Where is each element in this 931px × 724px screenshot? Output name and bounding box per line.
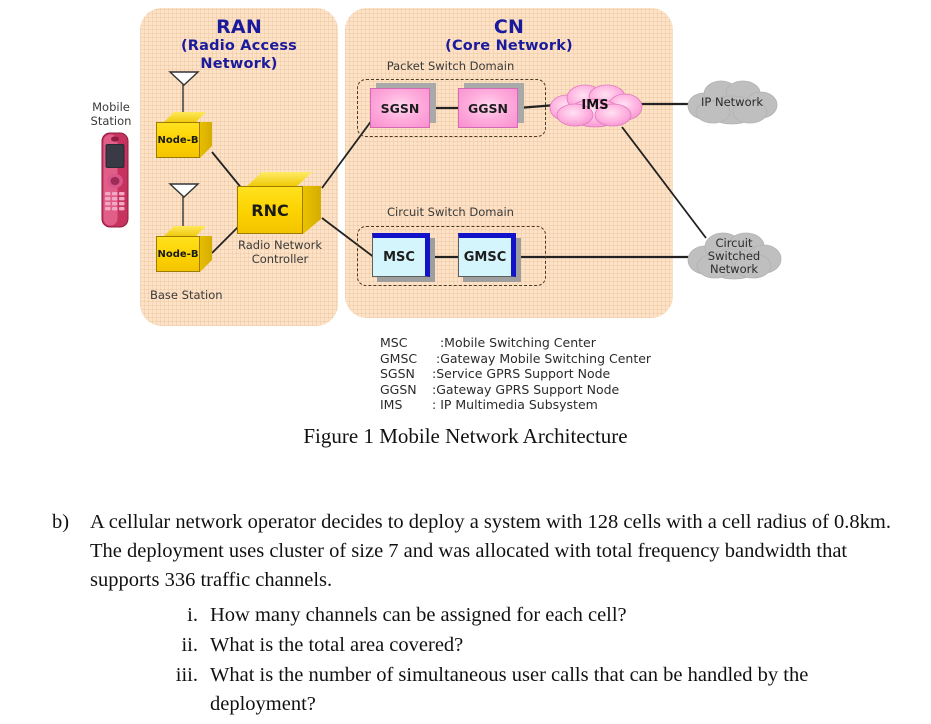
packet-switch-domain-label: Packet Switch Domain bbox=[386, 59, 515, 73]
ip-network-cloud-label: IP Network bbox=[701, 94, 763, 109]
legend-abbr: IMS bbox=[380, 397, 403, 412]
ran-panel-title: RAN (Radio Access Network) bbox=[140, 17, 338, 73]
gmsc-label: GMSC bbox=[458, 233, 516, 277]
circuit-switched-network-cloud-label: Circuit Switched Network bbox=[707, 235, 761, 276]
question-b: b) A cellular network operator decides t… bbox=[52, 508, 892, 595]
legend-row: IMS : IP Multimedia Subsystem bbox=[380, 397, 651, 413]
rnc-box: RNC bbox=[237, 172, 321, 234]
msc-label: MSC bbox=[372, 233, 430, 277]
legend-description: Service GPRS Support Node bbox=[436, 366, 611, 381]
ims-cloud-label: IMS bbox=[581, 97, 609, 113]
node-b-box-1: Node-B bbox=[156, 112, 212, 158]
ggsn-label: GGSN bbox=[458, 88, 518, 128]
sgsn-node: SGSN bbox=[370, 83, 436, 128]
node-b-label-1: Node-B bbox=[156, 122, 200, 158]
sgsn-label: SGSN bbox=[370, 88, 430, 128]
legend-description: Gateway GPRS Support Node bbox=[436, 381, 620, 397]
legend-separator: : bbox=[432, 350, 441, 366]
question-subitem: ii. What is the total area covered? bbox=[152, 631, 892, 660]
packet-switch-domain-group bbox=[357, 79, 546, 137]
legend-abbr: GGSN bbox=[380, 381, 417, 397]
legend-description: Mobile Switching Center bbox=[444, 335, 596, 350]
legend-row: GGSN : Gateway GPRS Support Node bbox=[380, 382, 651, 398]
legend-separator: : bbox=[432, 397, 441, 412]
legend-separator: : bbox=[432, 366, 437, 381]
node-b-box-2-top-face bbox=[162, 226, 206, 238]
legend-abbr: MSC bbox=[380, 335, 408, 350]
circuit-switched-network-cloud: Circuit Switched Network bbox=[684, 228, 784, 284]
legend-row: SGSN : Service GPRS Support Node bbox=[380, 366, 651, 382]
legend-separator: : bbox=[432, 381, 437, 397]
node-b-box-2: Node-B bbox=[156, 226, 212, 272]
ip-network-cloud: IP Network bbox=[684, 76, 780, 128]
cn-title-text: CN bbox=[493, 16, 525, 38]
antenna-icon-1 bbox=[168, 70, 200, 91]
node-b-box-1-top-face bbox=[162, 112, 206, 124]
cn-subtitle-text: (Core Network) bbox=[445, 38, 573, 54]
question-subitem-marker: ii. bbox=[181, 634, 198, 656]
mobile-phone-icon bbox=[100, 131, 130, 229]
legend-abbr: SGSN bbox=[380, 366, 415, 381]
circuit-switch-domain-label: Circuit Switch Domain bbox=[387, 205, 514, 219]
question-subitem-text: What is the total area covered? bbox=[210, 634, 464, 656]
ran-title-text: RAN bbox=[216, 16, 262, 38]
figure-mobile-network-architecture: RAN (Radio Access Network) CN (Core Netw… bbox=[90, 8, 784, 448]
question-b-marker: b) bbox=[52, 511, 70, 533]
question-subitem-marker: iii. bbox=[175, 664, 198, 686]
rnc-box-top-face bbox=[246, 172, 312, 187]
antenna-icon-2 bbox=[168, 182, 200, 203]
gmsc-node: GMSC bbox=[458, 233, 521, 282]
rnc-caption: Radio Network Controller bbox=[238, 238, 322, 266]
mobile-station-label: Mobile Station bbox=[90, 100, 132, 128]
legend-description: IP Multimedia Subsystem bbox=[440, 397, 598, 412]
circuit-switch-domain-group bbox=[357, 226, 546, 286]
node-b-box-2-side-face bbox=[200, 236, 212, 272]
legend-row: MSC : Mobile Switching Center bbox=[380, 335, 651, 351]
question-subitem-text: How many channels can be assigned for ea… bbox=[210, 604, 627, 626]
ggsn-node: GGSN bbox=[458, 83, 524, 128]
rnc-box-side-face bbox=[303, 186, 321, 234]
question-block: b) A cellular network operator decides t… bbox=[0, 508, 931, 720]
rnc-label: RNC bbox=[237, 186, 303, 234]
ims-cloud: IMS bbox=[545, 82, 645, 128]
node-b-box-1-side-face bbox=[200, 122, 212, 158]
question-subitem-text: What is the number of simultaneous user … bbox=[210, 664, 809, 715]
legend-abbr: GMSC bbox=[380, 350, 418, 366]
figure-caption: Figure 1 Mobile Network Architecture bbox=[303, 424, 628, 448]
question-subitem-marker: i. bbox=[187, 604, 198, 626]
question-subitem: i. How many channels can be assigned for… bbox=[152, 601, 892, 630]
ran-subtitle-text: (Radio Access Network) bbox=[180, 38, 298, 72]
ran-panel: RAN (Radio Access Network) bbox=[140, 8, 338, 326]
question-subitem: iii. What is the number of simultaneous … bbox=[152, 661, 892, 719]
question-b-text: A cellular network operator decides to d… bbox=[90, 511, 892, 591]
base-station-label: Base Station bbox=[150, 288, 223, 302]
node-b-label-2: Node-B bbox=[156, 236, 200, 272]
legend-description: Gateway Mobile Switching Center bbox=[440, 350, 652, 366]
question-b-subitems: i. How many channels can be assigned for… bbox=[152, 601, 892, 719]
msc-node: MSC bbox=[372, 233, 435, 282]
legend-row: GMSC : Gateway Mobile Switching Center bbox=[380, 351, 651, 367]
legend-separator: : bbox=[432, 335, 445, 350]
cn-panel-title: CN (Core Network) bbox=[345, 17, 673, 55]
abbreviation-legend: MSC : Mobile Switching Center GMSC : Gat… bbox=[380, 335, 651, 413]
